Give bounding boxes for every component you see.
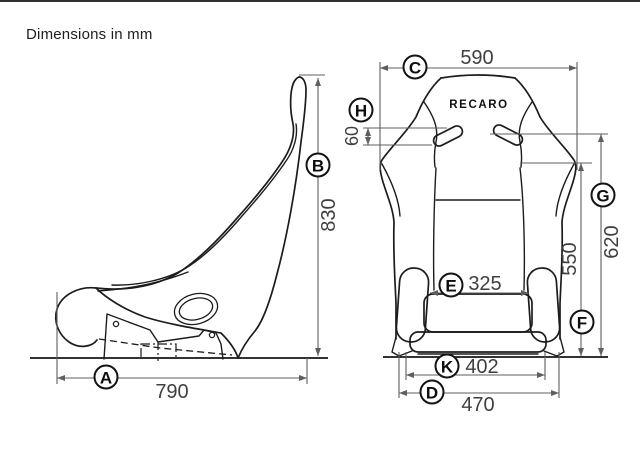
dim-c-arrow-left bbox=[380, 65, 388, 71]
dim-b-arrow-top bbox=[315, 78, 321, 86]
side-seat-front-edge bbox=[95, 76, 300, 290]
dim-k-arrow-left bbox=[406, 372, 414, 378]
dim-d-value: 470 bbox=[461, 394, 494, 416]
side-view: A 790 B 830 bbox=[30, 74, 340, 403]
dim-g-arrow-top bbox=[598, 134, 604, 142]
dim-g-badge bbox=[590, 182, 616, 208]
side-seat-bottom-edge bbox=[95, 287, 239, 359]
dim-b-value: 830 bbox=[318, 198, 340, 231]
dim-h-arrow-top bbox=[365, 128, 371, 136]
front-outline-left bbox=[379, 77, 442, 340]
dim-f-value: 550 bbox=[559, 242, 581, 275]
dim-e-letter: E bbox=[445, 277, 456, 296]
dim-a-value: 790 bbox=[155, 381, 188, 403]
dim-h-arrow-bottom bbox=[365, 137, 371, 145]
front-foot-right bbox=[543, 336, 565, 357]
dim-k-badge bbox=[434, 353, 460, 379]
front-headrest-top bbox=[440, 74, 516, 79]
dim-g-value: 620 bbox=[601, 225, 623, 258]
dim-f-letter: F bbox=[577, 314, 587, 333]
dim-c-value: 590 bbox=[460, 47, 493, 69]
dim-d-arrow-right bbox=[551, 390, 559, 396]
harness-slot-right bbox=[492, 124, 524, 146]
dim-k-value: 402 bbox=[465, 356, 498, 378]
front-headrest-seam-left bbox=[423, 101, 438, 168]
front-headrest-seam-right bbox=[518, 101, 533, 168]
dim-e-arrow-right bbox=[521, 290, 529, 296]
dim-h-letter: H bbox=[355, 102, 367, 121]
side-cushion-line bbox=[97, 271, 189, 292]
dim-g-letter: G bbox=[596, 187, 609, 206]
dim-a-arrow-right bbox=[299, 375, 307, 381]
side-slider-dashed-line bbox=[98, 338, 233, 356]
front-outline-right bbox=[514, 77, 577, 340]
dim-f-arrow-top bbox=[578, 163, 584, 171]
dim-d-arrow-left bbox=[399, 390, 407, 396]
dim-e-value: 325 bbox=[468, 273, 501, 295]
bracket-hole-front bbox=[112, 320, 120, 328]
page-title: Dimensions in mm bbox=[26, 26, 153, 43]
front-panel-left-edge bbox=[432, 167, 437, 291]
front-wing-seam-left bbox=[381, 163, 401, 217]
front-base-band bbox=[409, 331, 547, 353]
dim-h-value: 60 bbox=[342, 126, 362, 146]
dim-a-arrow-left bbox=[57, 375, 65, 381]
dim-c-arrow-right bbox=[569, 65, 577, 71]
dim-f-arrow-bottom bbox=[578, 348, 584, 356]
dim-a-badge bbox=[93, 364, 119, 390]
front-view: RECARO C 590 H 60 G 6 bbox=[342, 47, 623, 416]
dim-d-badge bbox=[419, 379, 445, 405]
dim-e-badge bbox=[438, 272, 464, 298]
dim-c-badge bbox=[402, 54, 428, 80]
side-mount-bracket bbox=[103, 313, 224, 360]
dim-k-letter: K bbox=[441, 358, 454, 377]
harness-slot-left bbox=[432, 125, 464, 147]
side-seat-back-edge bbox=[237, 76, 307, 359]
side-seat-nose bbox=[54, 286, 98, 348]
dim-k-arrow-right bbox=[537, 372, 545, 378]
dim-a-letter: A bbox=[100, 369, 112, 388]
side-handle-cutout bbox=[173, 292, 219, 326]
dim-b-letter: B bbox=[312, 157, 324, 176]
dim-b-badge bbox=[305, 152, 331, 178]
recaro-logo: RECARO bbox=[449, 99, 508, 111]
bracket-hole-rear bbox=[208, 331, 216, 339]
side-bolster-seam bbox=[111, 123, 298, 286]
dim-h-badge bbox=[348, 97, 374, 123]
dim-d-letter: D bbox=[426, 384, 438, 403]
front-cushion bbox=[423, 293, 533, 333]
dim-c-letter: C bbox=[409, 59, 421, 78]
dim-f-badge bbox=[569, 309, 595, 335]
dim-g-arrow-bottom bbox=[598, 348, 604, 356]
dim-e-arrow-left bbox=[430, 290, 438, 296]
front-wing-seam-right bbox=[555, 163, 575, 217]
dim-b-arrow-bottom bbox=[315, 348, 321, 356]
front-panel-right-edge bbox=[519, 167, 526, 291]
